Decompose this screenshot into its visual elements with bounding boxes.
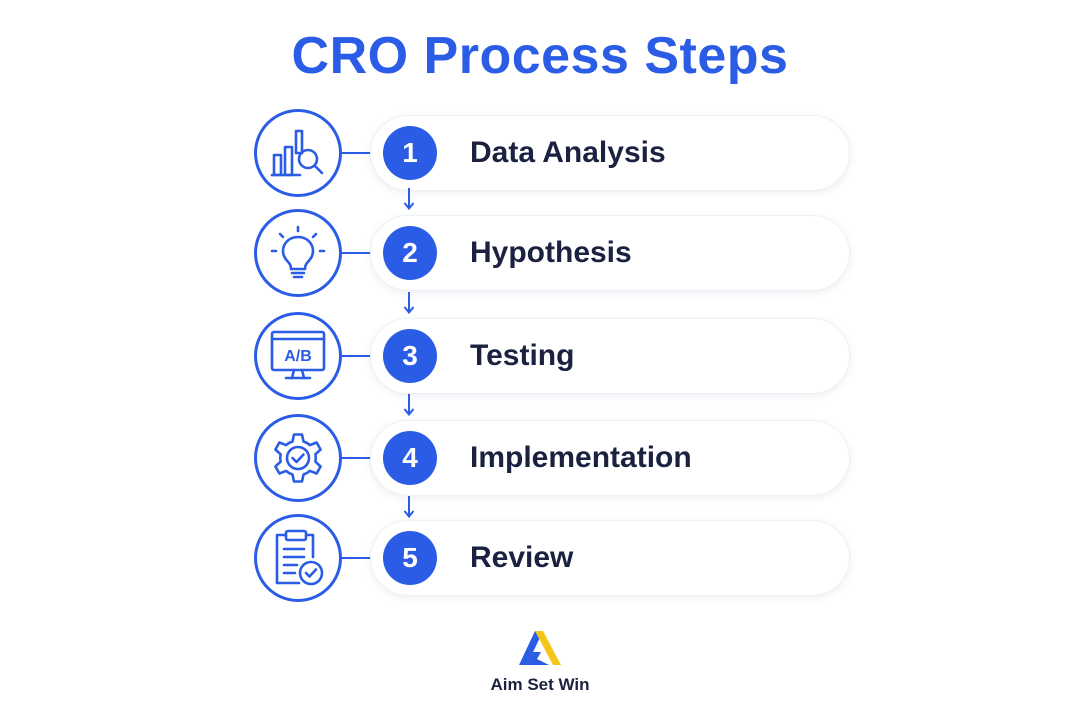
step-connector [342, 152, 382, 154]
down-arrow-icon [403, 394, 415, 416]
step-number-badge: 5 [383, 531, 437, 585]
step-1: 1 Data Analysis [0, 105, 1080, 201]
step-connector [342, 457, 382, 459]
step-number-badge: 4 [383, 431, 437, 485]
ab-test-monitor-icon: A/B [254, 312, 342, 400]
down-arrow-icon [403, 496, 415, 518]
gear-check-icon [254, 414, 342, 502]
step-label: Testing [470, 339, 575, 372]
step-label: Data Analysis [470, 136, 666, 169]
step-pill [370, 520, 850, 596]
step-connector [342, 557, 382, 559]
lightbulb-icon [254, 209, 342, 297]
step-2: 2 Hypothesis [0, 205, 1080, 301]
clipboard-check-icon [254, 514, 342, 602]
step-number-badge: 3 [383, 329, 437, 383]
step-number-badge: 1 [383, 126, 437, 180]
step-label: Review [470, 541, 574, 574]
step-label: Implementation [470, 441, 692, 474]
step-5: 5 Review [0, 510, 1080, 606]
step-4: 4 Implementation [0, 410, 1080, 506]
step-3: A/B 3 Testing [0, 308, 1080, 404]
step-pill [370, 318, 850, 394]
step-connector [342, 355, 382, 357]
bar-chart-magnifier-icon [254, 109, 342, 197]
down-arrow-icon [403, 188, 415, 210]
aim-set-win-logo [519, 631, 561, 665]
step-number-badge: 2 [383, 226, 437, 280]
brand-name: Aim Set Win [490, 675, 590, 694]
step-pill [370, 215, 850, 291]
ab-text: A/B [284, 348, 312, 365]
step-connector [342, 252, 382, 254]
page-title: CRO Process Steps [291, 27, 789, 85]
down-arrow-icon [403, 292, 415, 314]
step-pill [370, 420, 850, 496]
step-label: Hypothesis [470, 236, 632, 269]
step-pill [370, 115, 850, 191]
